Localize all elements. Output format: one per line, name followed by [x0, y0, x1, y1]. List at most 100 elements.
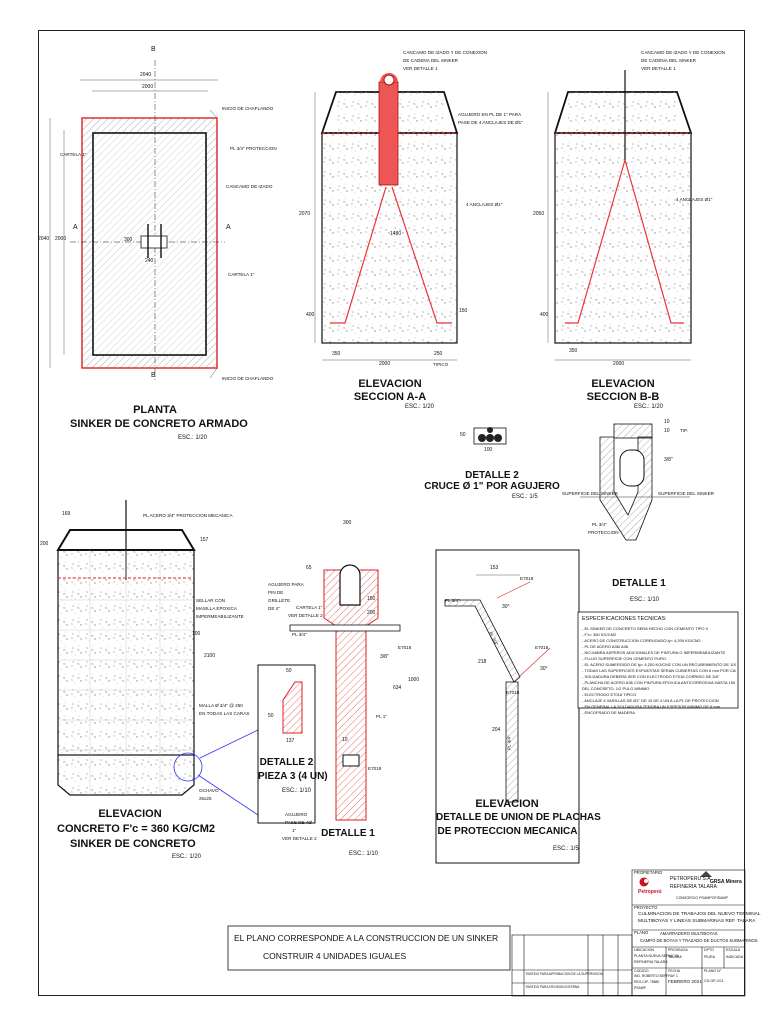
- elev-union-title: ELEVACION: [475, 798, 539, 810]
- elev-concreto-dim200: 200: [40, 541, 49, 547]
- detalle1-top-title: DETALLE 1: [612, 578, 666, 589]
- planta-dim-left-inner: 2000: [55, 236, 67, 242]
- planta-scale: ESC.: 1/20: [178, 435, 208, 441]
- seccion-bb-label-detalle: VER DETALLE 1: [641, 66, 676, 71]
- detalle1-bottom-cartela2: VER DETALLE 2: [288, 613, 323, 618]
- detalle2-pieza-title2: PIEZA 3 (4 UN): [258, 771, 328, 782]
- seccion-bb-label-cancamo: CANCAMO DE IZADO Y DE CONEXION: [641, 50, 726, 55]
- tb-codigo3: PSAMP: [634, 986, 646, 990]
- elev-concreto-label-sellar2: MASILLA EPOXICA: [196, 606, 237, 611]
- detalle1-top-d10b: 10: [664, 428, 670, 434]
- planta-dim-top-outer: 2040: [140, 72, 152, 78]
- spec-item: - FLUJO SUPERFICIE CON CEMENTO PURO: [582, 656, 666, 661]
- elev-union-label-e7018c: E7018: [506, 690, 520, 695]
- spec-item: - EL ACERO SUMERGIDO DE fy= 4,200 KG/CM2…: [582, 662, 736, 667]
- tb-ubicacion-label: UBICACION: [634, 948, 654, 952]
- tb-proyecto1: CULMINACION DE TRABAJOS DEL NUEVO TERMIN…: [638, 912, 761, 917]
- seccion-aa-label-detalle: VER DETALLE 1: [403, 66, 438, 71]
- tb-fecha: FEBRERO 2021: [668, 979, 702, 984]
- seccion-aa-label-tipico: TIPICO: [433, 362, 449, 367]
- tb-escala: INDICADA: [726, 955, 744, 959]
- detalle2-pieza-d50a: 50: [286, 668, 292, 674]
- seccion-aa-label-agujero: AGUJERO EN PL DE 1" PARA: [458, 112, 522, 117]
- title-block-grid: [511, 869, 746, 997]
- elev-concreto-view: [56, 500, 259, 816]
- detalle1-bottom-agujero-b2: PASE DE 4Ø: [285, 820, 312, 825]
- tb-provincia: TALARA: [668, 955, 682, 959]
- tb-dpto-label: DPTO: [704, 948, 714, 952]
- elev-union-view: [435, 549, 580, 864]
- elev-concreto-dim2100: 2100: [204, 653, 216, 659]
- tb-consorcio: CONSORCIO PSAMPOFISAMP: [676, 896, 728, 900]
- detalle2-top-scale: ESC.: 1/5: [512, 494, 538, 500]
- detalle2-pieza-d50b: 50: [268, 713, 274, 719]
- detalle1-top-view: [580, 423, 690, 541]
- detalle1-bottom-d65: 65: [306, 565, 312, 571]
- tb-plano-label: PLANO: [634, 930, 649, 935]
- tb-codigo1: ING. ROBERTO BEPFRAY 1.: [634, 974, 679, 978]
- tb-refineria: REFINERIA TALARA: [670, 884, 717, 890]
- spec-item: - PLANCHA DE ACERO A36 CON PINTURA EPOXI…: [582, 680, 736, 685]
- elev-concreto-dim169: 169: [62, 511, 71, 517]
- planta-title: PLANTA: [133, 404, 177, 416]
- detalle2-top-subtitle: CRUCE Ø 1" POR AGUJERO: [424, 481, 560, 492]
- tb-proyecto-label: PROYECTO: [634, 905, 658, 910]
- planta-dim-left-outer: 2040: [38, 236, 50, 242]
- tb-plano-no: CD-GP-C01: [704, 979, 724, 983]
- grsa-logo: [700, 871, 712, 877]
- tb-ubicacion2: REFINERIA TALARA: [634, 960, 668, 964]
- elev-union-label-e7018b: E7018: [535, 645, 549, 650]
- detalle2-pieza-view: [257, 664, 316, 824]
- seccion-bb-dim-base: 400: [540, 312, 549, 318]
- elev-concreto-title: ELEVACION: [98, 808, 162, 820]
- elev-concreto-label-sellar3: IMPERMEABILIZANTE: [196, 614, 244, 619]
- spec-item: - ENCOFRADO DE MADERA: [582, 710, 635, 715]
- detalle1-bottom-agujero4: DE 4": [268, 606, 280, 611]
- detalle1-bottom-agujero-b: AGUJERO: [285, 812, 308, 817]
- elev-concreto-subtitle1: CONCRETO F'c = 360 KG/CM2: [57, 823, 215, 835]
- elev-union-a30b: 30°: [540, 666, 548, 672]
- seccion-aa-scale: ESC.: 1/20: [405, 404, 435, 410]
- drawing-sheet: [38, 30, 745, 996]
- detalle1-bottom-agujero3: GRILLETE: [268, 598, 291, 603]
- detalle1-bottom-d150: 150: [367, 596, 376, 602]
- spec-item: - NO HABRA ASPEROS ADICIONALES DE PINTUR…: [582, 650, 726, 655]
- detalle1-bottom-d38: 3/8": [380, 654, 389, 660]
- detalle2-top-view: [473, 427, 507, 445]
- seccion-aa-view: [314, 73, 459, 361]
- elev-concreto-dim157: 157: [200, 537, 209, 543]
- elev-union-d153: 153: [490, 565, 499, 571]
- detalle1-top-d10a: 10: [664, 419, 670, 425]
- tb-owner: PETROPERU S.A: [670, 876, 711, 882]
- tb-plano1: AMARRADERO MULTIBOYAS: [660, 931, 718, 936]
- detalle1-bottom-cartela: CARTELA 1": [296, 605, 323, 610]
- detalle1-top-pl2: PROTECCION: [588, 530, 619, 535]
- planta-dim-top-inner: 2000: [142, 84, 154, 90]
- spec-item: - F'c= 360 KG/CM2: [582, 632, 617, 637]
- seccion-aa-dim-base: 400: [306, 312, 315, 318]
- seccion-bb-label-cancamo2: DE CADENA DEL SINKER: [641, 58, 696, 63]
- tb-provincia-label: PROVINCIA: [668, 948, 688, 952]
- seccion-aa-label-cancamo2: DE CADENA DEL SINKER: [403, 58, 458, 63]
- elev-union-subtitle1: DETALLE DE UNION DE PLACHAS: [436, 812, 601, 823]
- elev-concreto-label-sellar: SELLAR CON: [196, 598, 226, 603]
- planta-mark-b-top: B: [151, 46, 156, 53]
- detalle1-bottom-d1000: 1000: [408, 677, 420, 683]
- tb-propietario-label: PROPIETARIO: [634, 870, 663, 875]
- detalle1-bottom-agujero-b4: VER DETALLE 2: [282, 836, 317, 841]
- detalle1-bottom-e7018a: E7018: [398, 645, 412, 650]
- tb-codigo-label: CODIGO: [634, 969, 649, 973]
- elev-concreto-subtitle2: SINKER DE CONCRETO: [70, 838, 196, 850]
- planta-mark-b-bottom: B: [151, 372, 156, 379]
- tb-plano2: CAMPO DE BOYAS Y TRAZADO DE DUCTOS SUBMA…: [640, 938, 758, 943]
- planta-label-cancamo: CANCAMO DE IZADO: [226, 184, 273, 189]
- tb-ubicacion1: PLANTA NUEVA SERVICIO: [634, 954, 679, 958]
- detalle1-top-dim38: 3/8": [664, 457, 673, 463]
- spec-item: - ACERO DE CONSTRUCCION CORRUGADO fy= 4,…: [582, 638, 701, 643]
- planta-mark-a-left: A: [73, 224, 78, 231]
- detalle1-bottom-d200: 200: [367, 610, 376, 616]
- detalle1-top-scale: ESC.: 1/10: [630, 597, 660, 603]
- planta-dim-center-w: 300: [124, 237, 133, 243]
- tb-dpto: PIURA: [704, 955, 715, 959]
